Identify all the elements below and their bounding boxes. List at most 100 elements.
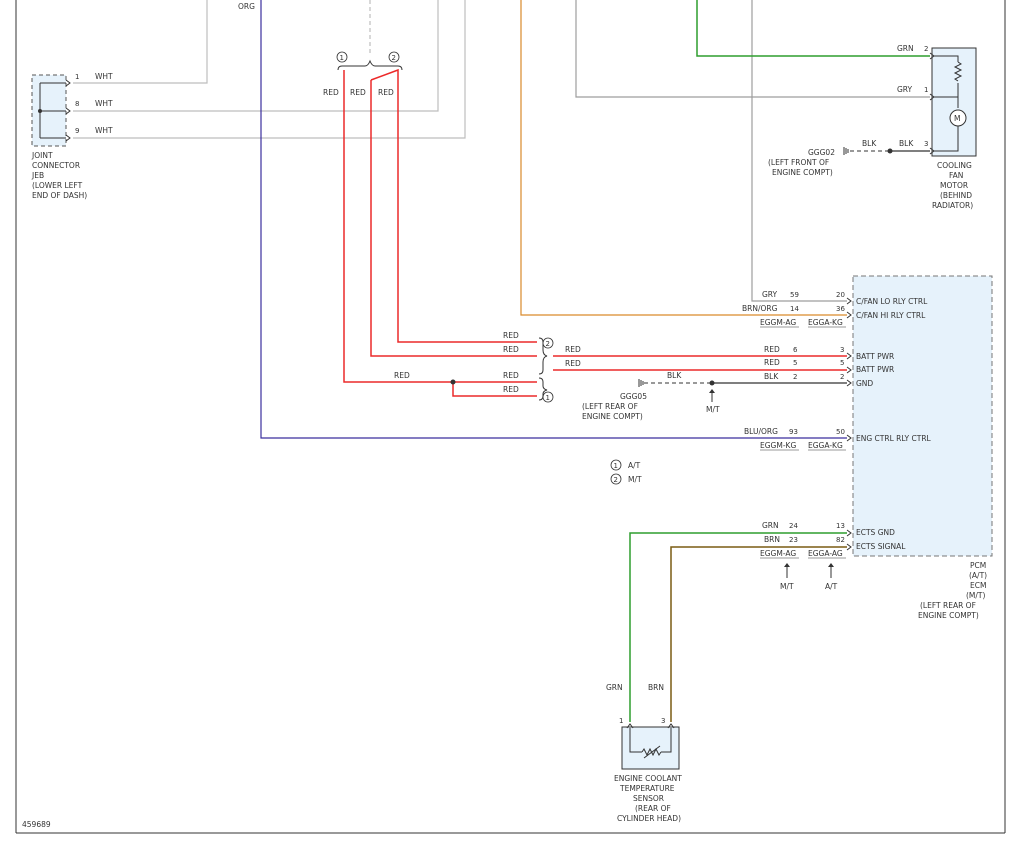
fan-wire-color-2: GRN	[897, 44, 914, 53]
fan-pin-1: 1	[924, 86, 928, 94]
fan-name-line-2: FAN	[949, 171, 963, 180]
ground-ggg05: BLK GGG05 (LEFT REAR OF ENGINE COMPT) M/…	[582, 371, 847, 421]
top-splice-circle-1: 1	[340, 54, 344, 62]
ggg05-note: M/T	[706, 405, 720, 414]
ects-name-line-1: ENGINE COOLANT	[614, 774, 682, 783]
mid-red-label-4: RED	[503, 385, 519, 394]
mid-red-label-2: RED	[503, 345, 519, 354]
top-splice-red-label-2: RED	[350, 88, 366, 97]
grn-wire-fan	[696, 0, 930, 57]
fan-name-line-5: RADIATOR)	[932, 201, 973, 210]
ggg05-id: GGG05	[620, 392, 647, 401]
ects-name-line-4: (REAR OF	[635, 804, 671, 813]
ects-name-line-2: TEMPERATURE	[619, 784, 675, 793]
mid-red-label-3: RED	[503, 371, 519, 380]
pcm-name-line-3: ECM	[970, 581, 986, 590]
top-splice-red-label-3: RED	[378, 88, 394, 97]
pcm-pins: GRY 59 20 C/FAN LO RLY CTRL BRN/ORG 14 3…	[742, 290, 932, 591]
motor-symbol: M	[954, 114, 960, 123]
legend-text-1: A/T	[628, 461, 641, 470]
pcm-name-line-4: (M/T)	[966, 591, 986, 600]
pcm-name-line-6: ENGINE COMPT)	[918, 611, 979, 620]
pcm-pin-1-mt: 59	[790, 291, 799, 299]
pcm-pin-7-mt: 24	[789, 522, 798, 530]
legend: 1 A/T 2 M/T	[610, 459, 642, 485]
joint-connector-jeb: 1 WHT 8 WHT 9 WHT JOINT CONNECTOR JEB (L…	[31, 72, 113, 200]
jeb-wire-color-9: WHT	[95, 126, 113, 135]
diagram-id: 459689	[22, 820, 51, 829]
jeb-name-line-4: (LOWER LEFT	[32, 181, 83, 190]
ects-wire-color-1: GRN	[606, 683, 623, 692]
fan-pin-2: 2	[924, 45, 928, 53]
pcm-connector-mt-3: EGGM-AG	[760, 549, 796, 558]
pcm-pin-3-color: RED	[764, 345, 780, 354]
ggg02-location-2: ENGINE COMPT)	[772, 168, 833, 177]
pcm-connector-mt-1: EGGM-AG	[760, 318, 796, 327]
pcm-pin-7-color: GRN	[762, 521, 779, 530]
pcm-pin-6-mt: 93	[789, 428, 798, 436]
red-wires	[343, 68, 847, 397]
pcm-pin-5-label: GND	[856, 379, 873, 388]
pcm-pin-4-at: 5	[840, 359, 844, 367]
jeb-wire-color-8: WHT	[95, 99, 113, 108]
fan-wire-color-1: GRY	[897, 85, 913, 94]
pcm-pin-2-color: BRN/ORG	[742, 304, 778, 313]
pcm-module: PCM (A/T) ECM (M/T) (LEFT REAR OF ENGINE…	[852, 275, 993, 620]
mid-splice-circle-1: 1	[546, 394, 550, 402]
fan-name-line-3: MOTOR	[940, 181, 968, 190]
pcm-pin-6-color: BLU/ORG	[744, 427, 778, 436]
pcm-pin-5-color: BLK	[764, 372, 779, 381]
mid-red-label-1: RED	[503, 331, 519, 340]
ect-sensor: 1 3 GRN BRN ENGINE COOLANT TEMPERATURE S…	[606, 683, 682, 823]
pcm-pin-6-label: ENG CTRL RLY CTRL	[856, 434, 932, 443]
pcm-pin-7-label: ECTS GND	[856, 528, 895, 537]
pcm-pin-4-color: RED	[764, 358, 780, 367]
pcm-connector-mt-2: EGGM-KG	[760, 441, 796, 450]
pcm-pin-2-label: C/FAN HI RLY CTRL	[856, 311, 926, 320]
fan-name-line-4: (BEHIND	[940, 191, 972, 200]
ground-ggg02: BLK GGG02 (LEFT FRONT OF ENGINE COMPT)	[768, 139, 930, 177]
pcm-connector-at-1: EGGA-KG	[808, 318, 843, 327]
pcm-pin-1-at: 20	[836, 291, 845, 299]
ects-pin-3: 3	[661, 717, 665, 725]
connector-note-mt: M/T	[780, 582, 794, 591]
pcm-pin-5-mt: 2	[793, 373, 797, 381]
ggg05-location-1: (LEFT REAR OF	[582, 402, 638, 411]
ects-name-line-3: SENSOR	[633, 794, 664, 803]
jeb-pin-1: 1	[75, 73, 79, 81]
red-splice-dot	[450, 379, 456, 385]
red-label-left: RED	[394, 371, 410, 380]
brn-org-wire	[520, 0, 847, 316]
connector-note-at: A/T	[825, 582, 838, 591]
ggg02-wire-label: BLK	[862, 139, 877, 148]
pcm-pin-8-color: BRN	[764, 535, 780, 544]
pcm-pin-3-label: BATT PWR	[856, 352, 894, 361]
mid-splice: 2 1 RED RED RED RED RED RED RED	[394, 331, 581, 403]
ggg02-location-1: (LEFT FRONT OF	[768, 158, 829, 167]
legend-num-1: 1	[614, 462, 618, 470]
ects-name-line-5: CYLINDER HEAD)	[617, 814, 681, 823]
mid-red-right-label-2: RED	[565, 359, 581, 368]
ggg05-location-2: ENGINE COMPT)	[582, 412, 643, 421]
ects-pin-1: 1	[619, 717, 623, 725]
pcm-name-line-2: (A/T)	[969, 571, 987, 580]
top-splice-circle-2: 2	[392, 54, 396, 62]
fan-wire-color-3: BLK	[899, 139, 914, 148]
ects-wire-color-3: BRN	[648, 683, 664, 692]
fan-pin-3: 3	[924, 140, 928, 148]
ggg05-wire-label: BLK	[667, 371, 682, 380]
pcm-connector-at-3: EGGA-AG	[808, 549, 843, 558]
pcm-pin-5-at: 2	[840, 373, 844, 381]
pcm-pin-8-at: 82	[836, 536, 845, 544]
pcm-pin-3-mt: 6	[793, 346, 798, 354]
grn-wire-ects	[629, 532, 847, 722]
fan-name-line-1: COOLING	[937, 161, 972, 170]
top-splice-red-label-1: RED	[323, 88, 339, 97]
gry-wire-fan	[575, 0, 930, 98]
jeb-name-line-3: JEB	[31, 171, 44, 180]
legend-num-2: 2	[614, 476, 618, 484]
top-splice: 1 2 RED RED RED	[323, 51, 403, 97]
cooling-fan-motor: M 2 GRN 1 GRY 3 BLK COOLING FAN MOTOR (B…	[897, 44, 977, 210]
jeb-pin-9: 9	[75, 127, 79, 135]
